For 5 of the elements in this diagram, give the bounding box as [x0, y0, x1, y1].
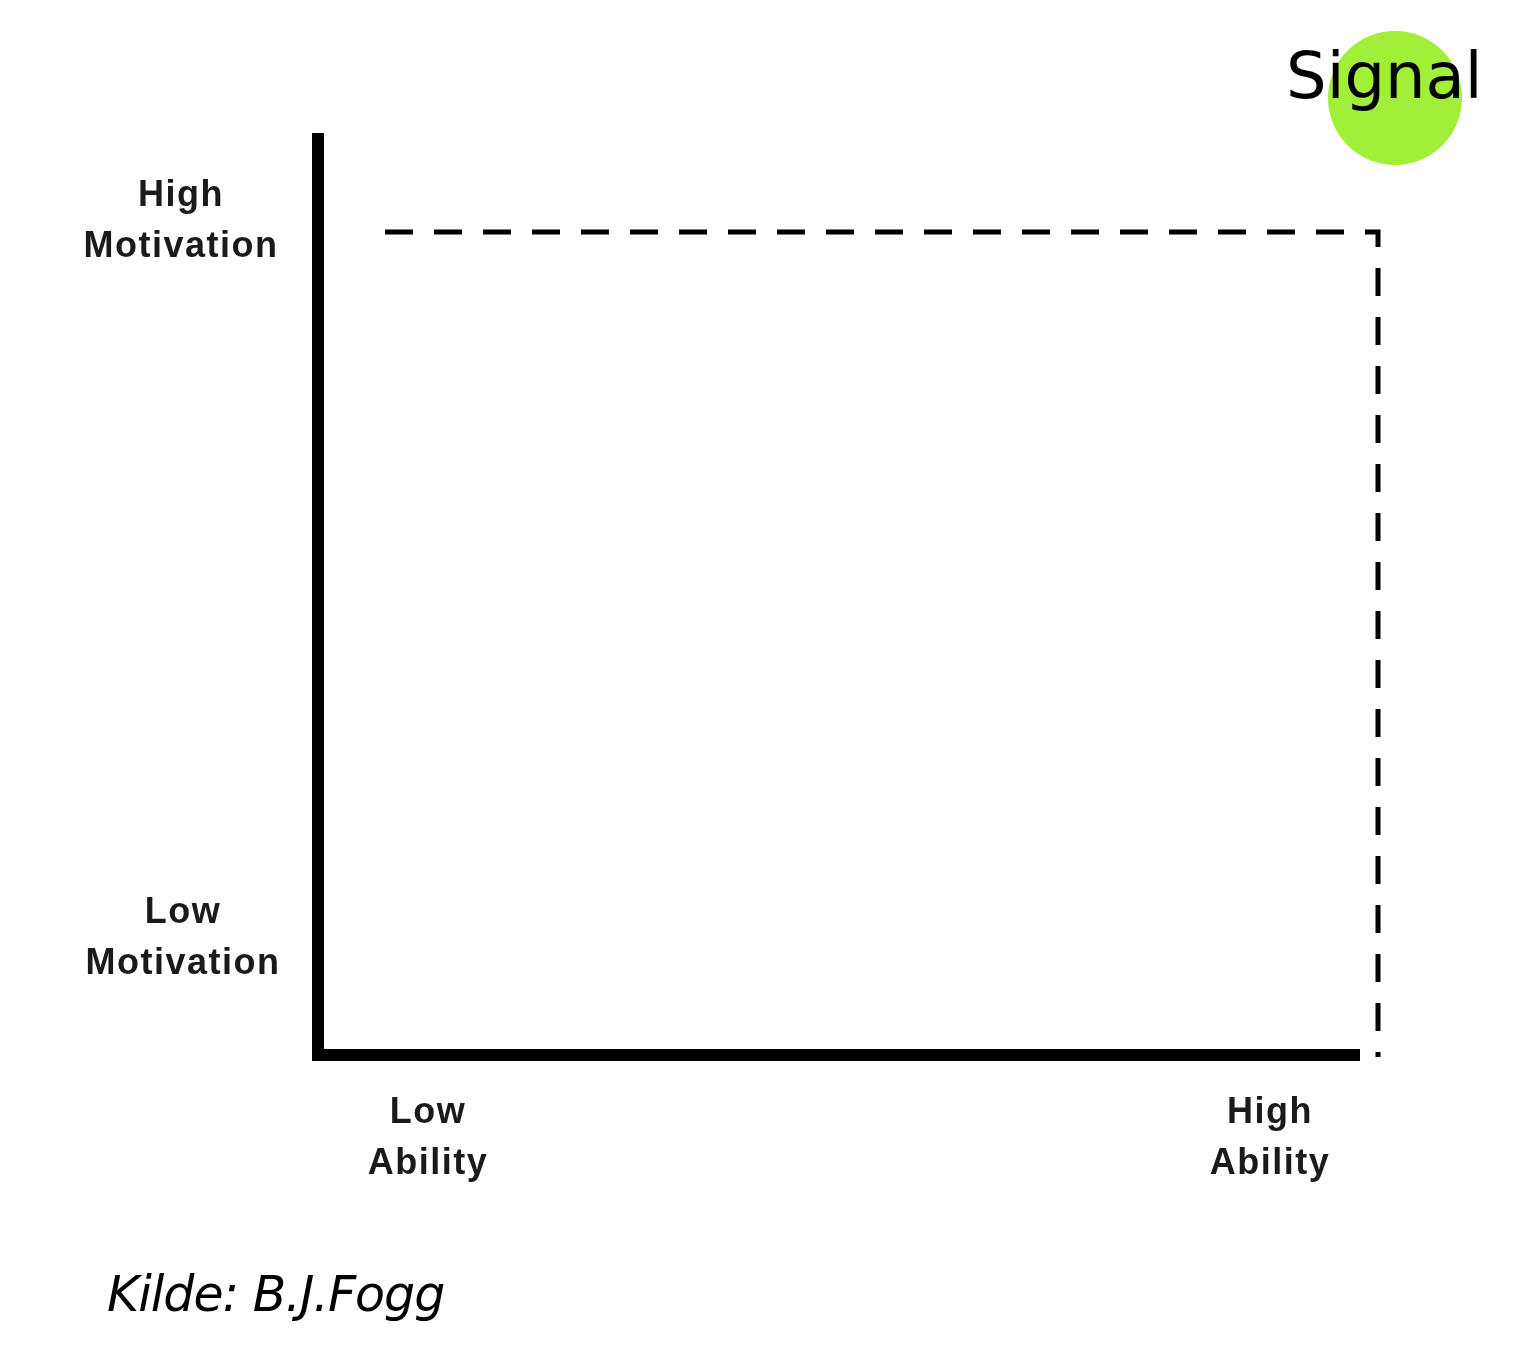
axis-label: High Ability — [1208, 1089, 1332, 1184]
axis-label: Low Motivation — [84, 889, 282, 984]
source-caption: Kilde: B.J.Fogg — [107, 1268, 445, 1322]
axis-label: High Motivation — [82, 172, 280, 267]
axis-label: Low Ability — [366, 1089, 490, 1184]
